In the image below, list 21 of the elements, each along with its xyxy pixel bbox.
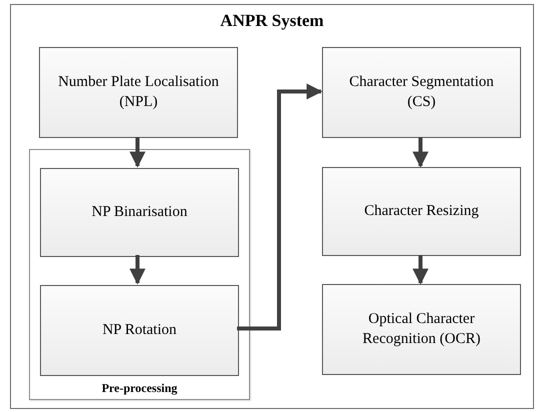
process-box [39,47,238,138]
arrow [412,255,428,285]
step-label: Number Plate Localisation (NPL) [57,73,220,112]
arrow [130,137,146,168]
arrow [237,84,323,330]
process-box [40,168,239,257]
frame-label: ANPR System [220,11,324,31]
step-label: NP Binarisation [92,202,188,222]
process-box [322,284,521,375]
system-frame [10,4,534,409]
step-label: Character Segmentation (CS) [348,73,495,112]
arrow [130,255,146,285]
group-box [29,149,250,400]
process-box [322,167,521,256]
step-label: Optical Character Recognition (OCR) [362,310,482,348]
arrow [412,137,428,168]
process-box [40,285,239,376]
process-box [322,47,521,138]
step-label: Character Resizing [364,202,479,221]
group-label: Pre-processing [102,381,178,396]
step-label: NP Rotation [102,320,177,340]
